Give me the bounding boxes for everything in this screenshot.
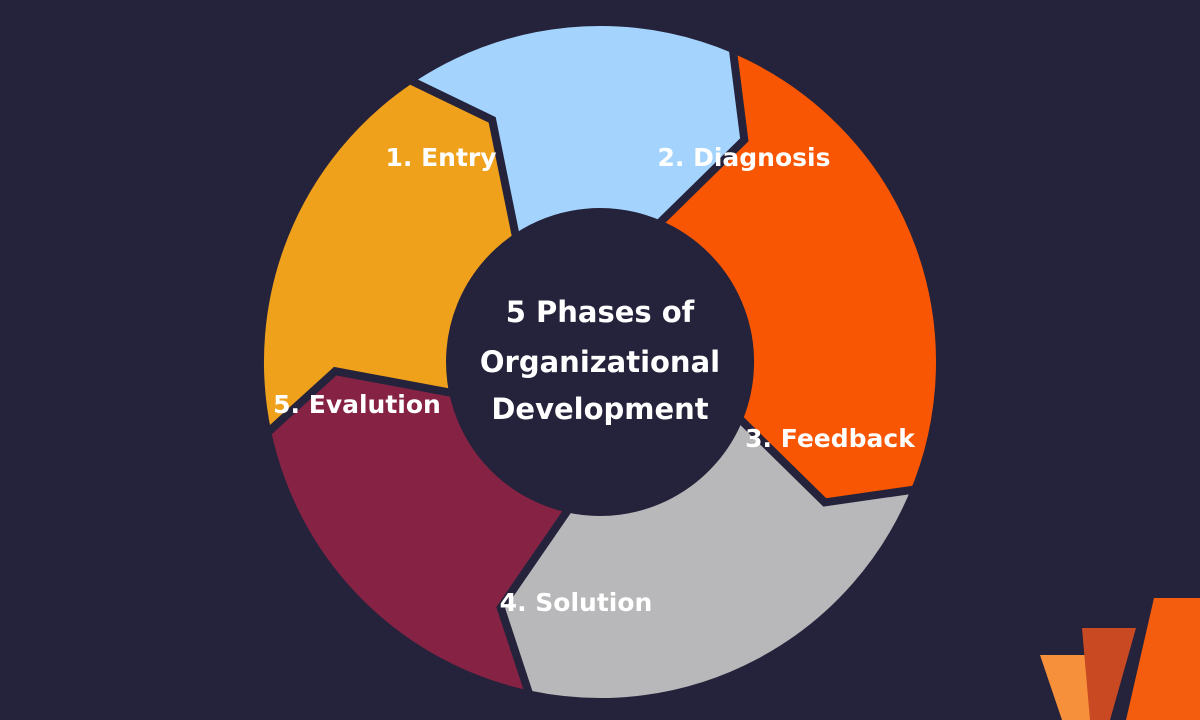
phase-label-solution: 4. Solution xyxy=(500,588,653,617)
center-title-line-1: 5 Phases of xyxy=(506,295,695,329)
center-title-line-2: Organizational xyxy=(480,345,720,379)
phase-label-feedback: 3. Feedback xyxy=(745,424,916,453)
phase-labels: 1. Entry 2. Diagnosis 3. Feedback 4. Sol… xyxy=(273,143,916,617)
phase-label-diagnosis: 2. Diagnosis xyxy=(658,143,831,172)
center-circle xyxy=(448,210,752,514)
w-logo-icon xyxy=(1040,598,1200,720)
phase-label-entry: 1. Entry xyxy=(385,143,496,172)
phase-label-evalution: 5. Evalution xyxy=(273,390,441,419)
phase-segments xyxy=(255,18,944,706)
center-title-line-3: Development xyxy=(491,392,708,426)
